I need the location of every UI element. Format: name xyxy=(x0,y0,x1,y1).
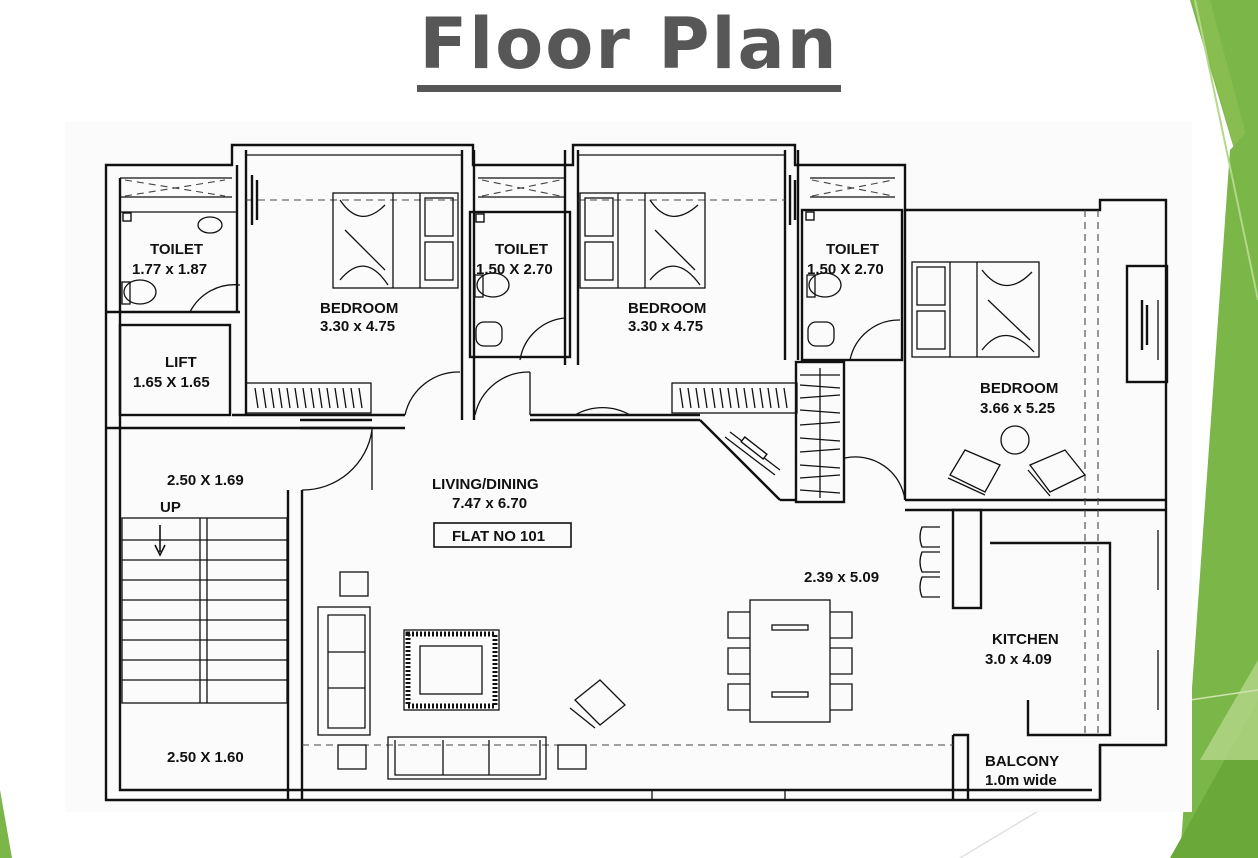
bedroom-3-name: BEDROOM xyxy=(980,380,1058,397)
toilet-1-size: 1.77 x 1.87 xyxy=(132,261,207,278)
page-title-text: Floor Plan xyxy=(417,3,841,92)
plan-background xyxy=(65,122,1192,812)
beds xyxy=(332,192,1040,358)
toilet-3-name: TOILET xyxy=(826,241,879,258)
toilet-1-name: TOILET xyxy=(150,241,203,258)
room-labels: TOILET 1.77 x 1.87 TOILET 1.50 X 2.70 TO… xyxy=(132,241,1059,789)
toilet-fixtures xyxy=(121,175,1149,350)
toilet-2-size: 1.50 X 2.70 xyxy=(476,261,553,278)
page-title: Floor Plan xyxy=(0,0,1258,92)
bedroom-2-name: BEDROOM xyxy=(628,300,706,317)
living-dining-name: LIVING/DINING xyxy=(432,476,539,493)
wardrobes xyxy=(245,368,841,498)
bedroom-1-name: BEDROOM xyxy=(320,300,398,317)
lift-name: LIFT xyxy=(165,354,197,371)
doors xyxy=(189,284,906,501)
stair-landing-size: 2.50 X 1.60 xyxy=(167,749,244,766)
balcony-name: BALCONY xyxy=(985,753,1059,770)
toilet-2-name: TOILET xyxy=(495,241,548,258)
toilet-3-size: 1.50 X 2.70 xyxy=(807,261,884,278)
balcony-size: 1.0m wide xyxy=(985,772,1057,789)
dining-area-size: 2.39 x 5.09 xyxy=(804,569,879,586)
kitchen-size: 3.0 x 4.09 xyxy=(985,651,1052,668)
staircase xyxy=(121,517,288,704)
bedroom-1-size: 3.30 x 4.75 xyxy=(320,318,395,335)
stairs-up-label: UP xyxy=(160,499,181,516)
flat-number: FLAT NO 101 xyxy=(452,528,545,545)
bedroom-2-size: 3.30 x 4.75 xyxy=(628,318,703,335)
flat-number-box xyxy=(433,522,572,548)
lift-size: 1.65 X 1.65 xyxy=(133,374,210,391)
kitchen-name: KITCHEN xyxy=(992,631,1059,648)
bedroom-3-size: 3.66 x 5.25 xyxy=(980,400,1055,417)
lobby-size: 2.50 X 1.69 xyxy=(167,472,244,489)
walls xyxy=(104,143,1169,802)
living-furniture xyxy=(317,425,1087,780)
living-dining-size: 7.47 x 6.70 xyxy=(452,495,527,512)
